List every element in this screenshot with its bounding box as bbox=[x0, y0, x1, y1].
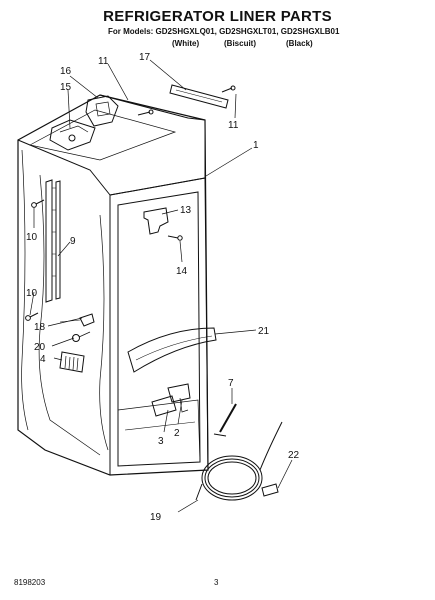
callout-3: 3 bbox=[158, 436, 164, 447]
document-number: 8198203 bbox=[14, 578, 46, 587]
screw-10-b bbox=[25, 312, 39, 321]
page-title: REFRIGERATOR LINER PARTS bbox=[103, 8, 332, 25]
callout-11-top-left: 11 bbox=[98, 56, 109, 67]
callout-9: 9 bbox=[70, 236, 76, 247]
callout-4: 4 bbox=[40, 354, 46, 365]
model-list: For Models: GD2SHGXLQ01, GD2SHGXLT01, GD… bbox=[108, 27, 340, 36]
screw-10-a bbox=[31, 199, 45, 208]
callout-7: 7 bbox=[228, 378, 234, 389]
variant-white: (White) bbox=[172, 39, 200, 48]
liner-box bbox=[17, 94, 209, 476]
callout-10-lower: 10 bbox=[26, 288, 38, 299]
page-number: 3 bbox=[214, 578, 219, 587]
part-16-bracket bbox=[85, 95, 119, 127]
part-14-screw bbox=[167, 235, 183, 241]
part-17-bar bbox=[169, 84, 229, 109]
callout-22: 22 bbox=[288, 450, 300, 461]
callout-2: 2 bbox=[174, 428, 180, 439]
callout-15: 15 bbox=[60, 82, 72, 93]
callout-18: 18 bbox=[34, 322, 46, 333]
part-22-fitting bbox=[261, 483, 279, 497]
part-20-plug bbox=[72, 331, 91, 342]
part-21-shelf bbox=[127, 327, 217, 373]
leader-lines bbox=[29, 59, 293, 513]
part-2-bracket bbox=[167, 383, 191, 413]
part-15-housing bbox=[49, 119, 96, 151]
screw-11-b bbox=[221, 85, 236, 93]
callout-19: 19 bbox=[150, 512, 162, 523]
screw-11-a bbox=[137, 109, 154, 116]
callout-20: 20 bbox=[34, 342, 46, 353]
callout-11-top-right: 11 bbox=[228, 120, 239, 131]
part-18-clip bbox=[59, 313, 95, 327]
part-7-rod bbox=[213, 403, 237, 437]
callout-1: 1 bbox=[253, 140, 259, 151]
variant-black: (Black) bbox=[286, 39, 313, 48]
callout-10-upper: 10 bbox=[26, 232, 38, 243]
callout-13: 13 bbox=[180, 205, 192, 216]
callout-14: 14 bbox=[176, 266, 188, 277]
part-9-channel bbox=[45, 179, 61, 303]
part-13-bracket bbox=[143, 207, 169, 235]
callout-21: 21 bbox=[258, 326, 270, 337]
callout-17: 17 bbox=[139, 52, 151, 63]
part-4-vent bbox=[59, 351, 85, 373]
part-3-bracket bbox=[151, 395, 177, 417]
callout-16: 16 bbox=[60, 66, 72, 77]
variant-biscuit: (Biscuit) bbox=[224, 39, 256, 48]
part-19-tube-coil bbox=[195, 421, 283, 501]
